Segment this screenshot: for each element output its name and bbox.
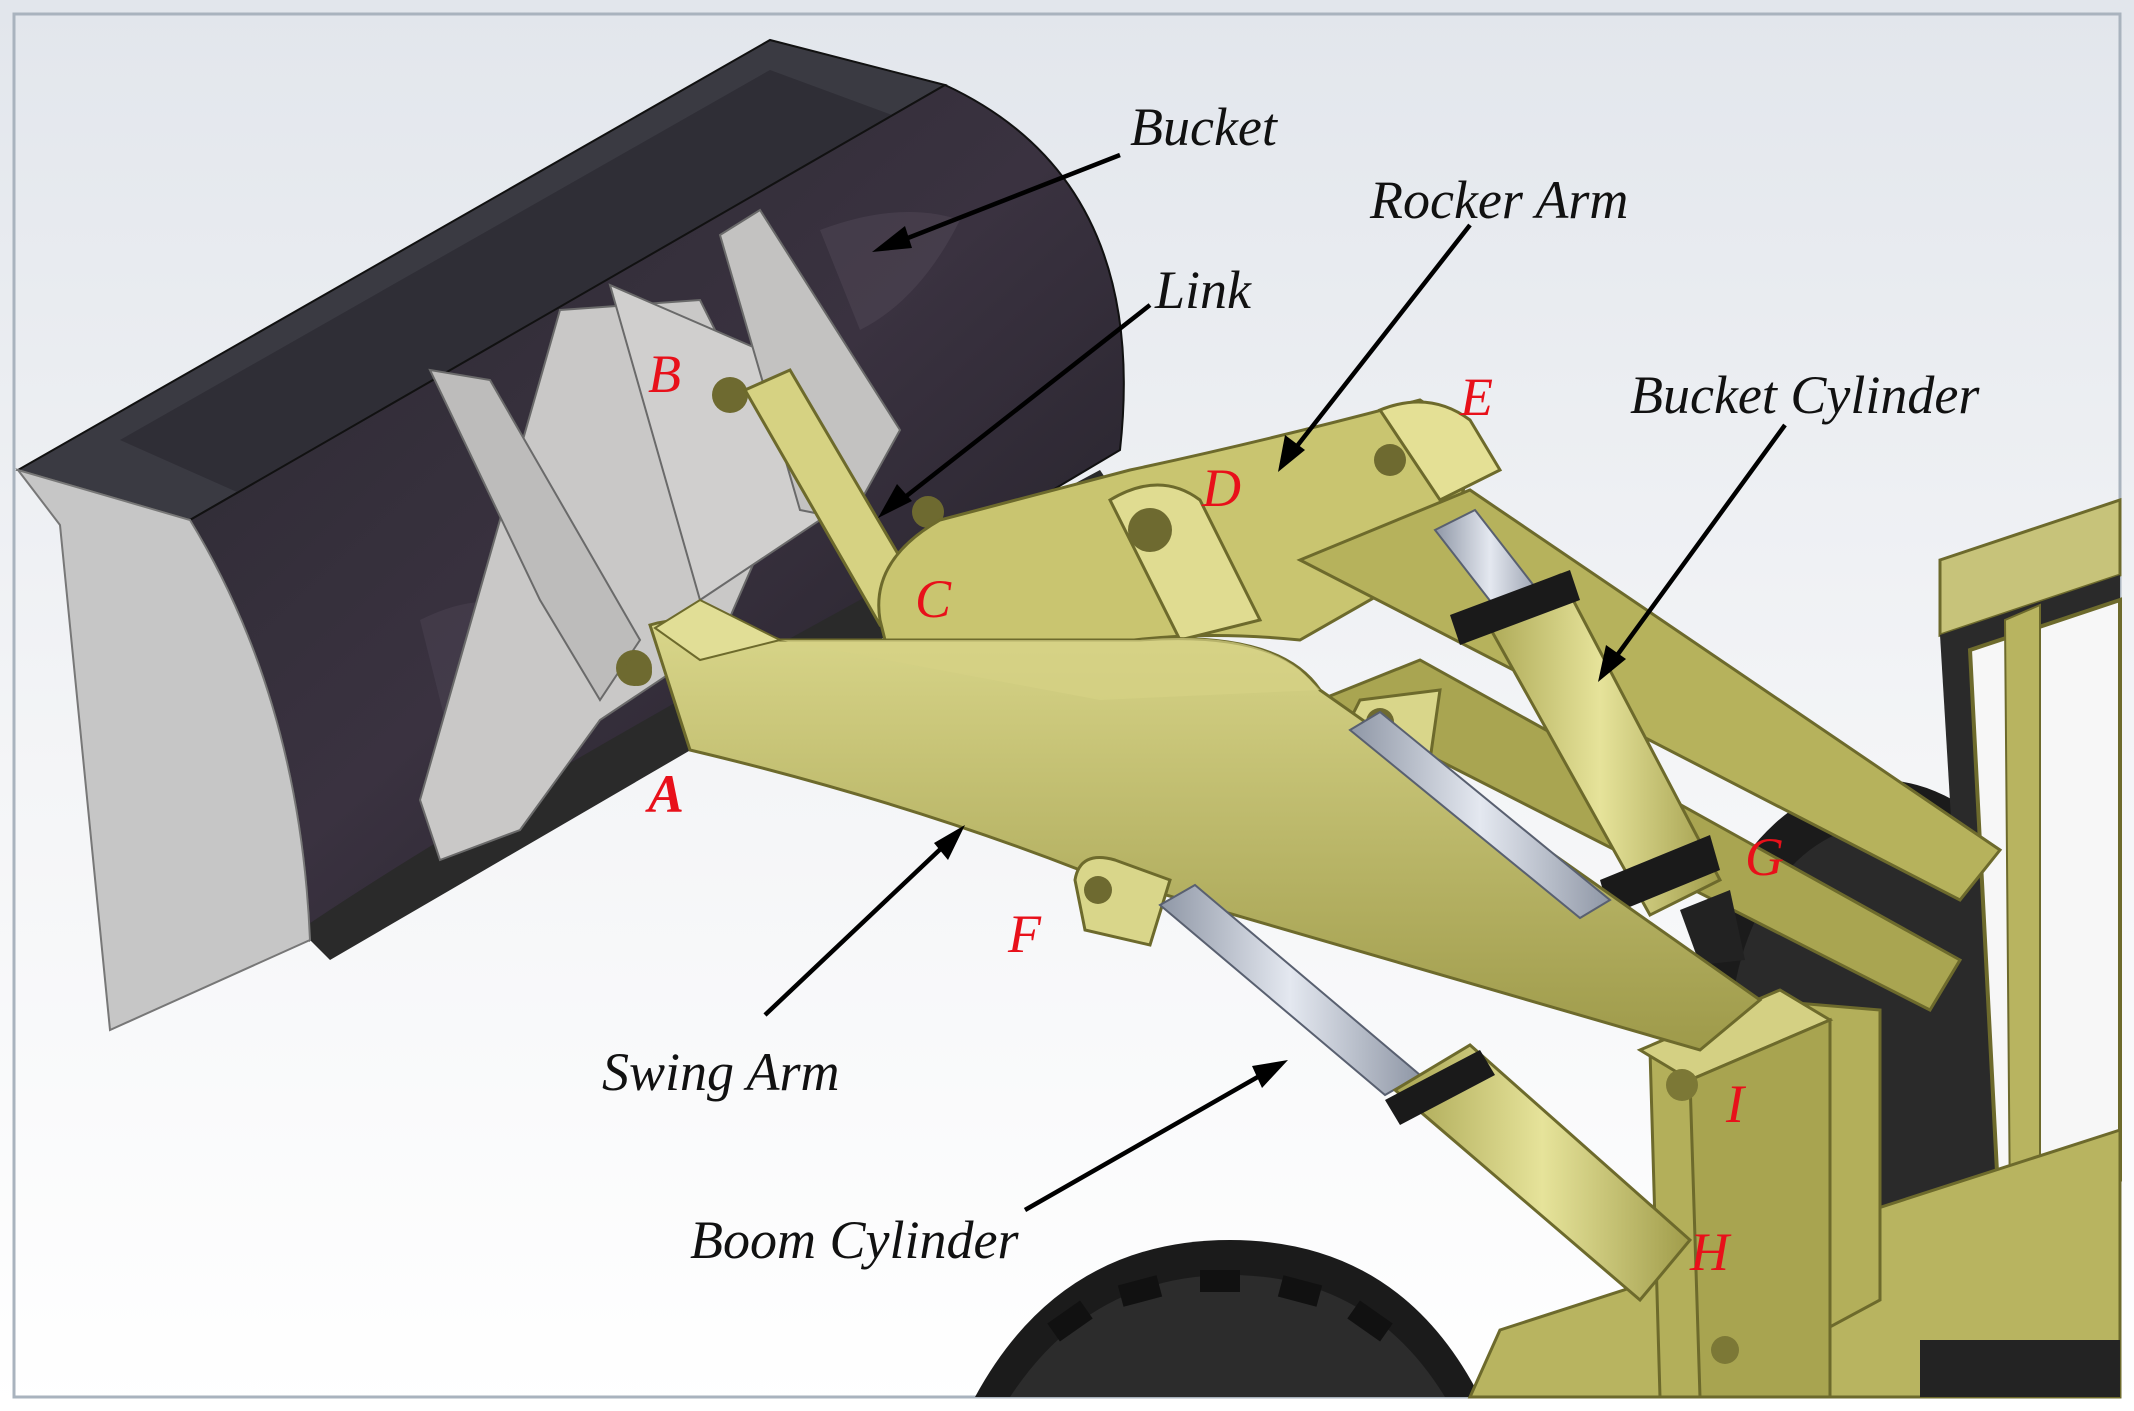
joint-i-label: I: [1725, 1074, 1747, 1134]
link-arrowhead: [878, 484, 912, 518]
swing-arm-arrow: [763, 838, 952, 1017]
bucket-arrow: [889, 152, 1121, 248]
bucket-arrowhead: [872, 226, 912, 252]
leader-arrows: [763, 152, 1787, 1212]
bucket-mounting-plates: [418, 208, 902, 862]
boom-cylinder-arrowhead: [1252, 1060, 1288, 1088]
boom-cylinder: [1073, 856, 1693, 1303]
boom-cylinder-arrow: [1023, 1068, 1272, 1212]
bucket-cylinder-arrow: [1608, 423, 1787, 667]
swing-arm-arrowhead: [934, 825, 965, 860]
joint-e-label: E: [1459, 367, 1493, 427]
rocker-arm-arrowhead: [1278, 435, 1305, 472]
front-tire: [975, 1240, 1480, 1397]
joint-a-label: A: [645, 764, 684, 824]
bucket-label: Bucket: [1130, 97, 1279, 157]
secondary-cylinder-rod: [1348, 710, 1612, 920]
front-frame-tower: [1636, 988, 1882, 1399]
bucket-cylinder: [1433, 508, 1745, 965]
boom-cylinder-label: Boom Cylinder: [690, 1210, 1019, 1270]
swing-arm: [624, 598, 1763, 1052]
rocker-arm-label: Rocker Arm: [1369, 170, 1628, 230]
bucket-cylinder-arrowhead: [1598, 645, 1626, 682]
joint-f-label: F: [1007, 904, 1042, 964]
joint-g-label: G: [1745, 827, 1784, 887]
joint-b-label: B: [648, 344, 681, 404]
rocker-arm-arrow: [1288, 223, 1472, 457]
link-arrow: [893, 303, 1152, 507]
link-label: Link: [1154, 260, 1252, 320]
swing-arm-label: Swing Arm: [602, 1042, 840, 1102]
bucket-cylinder-label: Bucket Cylinder: [1630, 365, 1980, 425]
joint-d-label: D: [1201, 458, 1241, 518]
rocker-arm: [877, 398, 1503, 702]
joint-h-label: H: [1689, 1222, 1732, 1282]
joint-c-label: C: [915, 569, 952, 629]
